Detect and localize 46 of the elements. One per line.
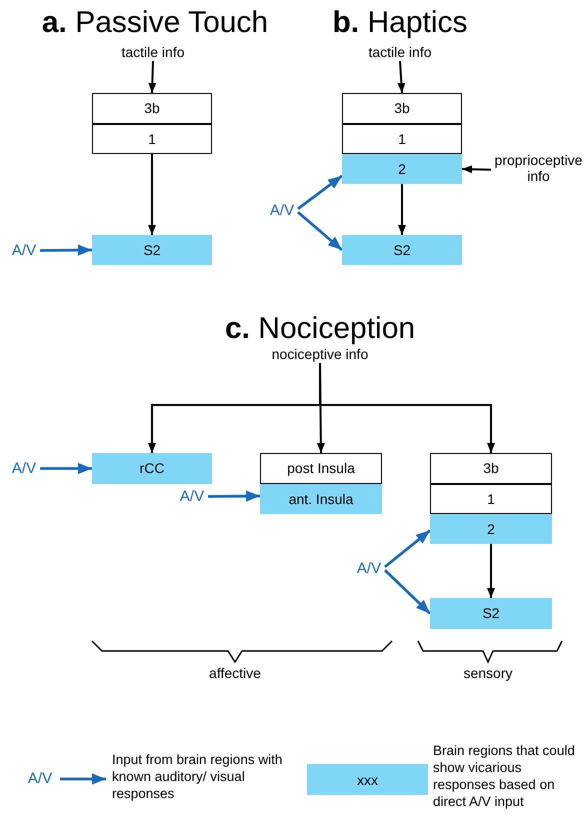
arrow <box>297 174 343 210</box>
brain-region-box: 1 <box>342 124 462 154</box>
brain-region-box: 1 <box>430 484 552 514</box>
arrow <box>384 529 431 568</box>
input-label: proprioceptive info <box>491 150 586 186</box>
vicarious-region-box: S2 <box>92 235 212 265</box>
arrow <box>397 60 406 94</box>
arrow <box>40 462 92 474</box>
brain-region-box: post Insula <box>260 453 382 484</box>
input-label: nociceptive info <box>262 346 378 363</box>
input-label: tactile info <box>113 44 193 61</box>
group-label: sensory <box>462 666 514 682</box>
section-title: c. Nociception <box>224 312 416 345</box>
arrow <box>40 244 92 256</box>
vicarious-region-box: 2 <box>342 154 462 184</box>
arrow <box>384 569 431 614</box>
av-input-label: A/V <box>266 202 298 219</box>
arrow <box>462 165 492 174</box>
arrow <box>487 544 495 598</box>
av-input-label: A/V <box>8 460 40 477</box>
vicarious-region-box: rCC <box>92 453 212 484</box>
brain-region-box: 3b <box>430 453 552 484</box>
brain-region-box: 3b <box>342 93 462 124</box>
arrow <box>398 184 406 235</box>
arrow <box>148 154 156 235</box>
arrow <box>297 211 343 252</box>
section-title: b. Haptics <box>331 6 469 39</box>
vicarious-region-box: 2 <box>430 514 552 544</box>
brain-region-box: 1 <box>92 124 212 154</box>
av-input-label: A/V <box>353 560 385 577</box>
vicarious-region-box: S2 <box>430 598 552 629</box>
av-input-label: A/V <box>176 488 208 505</box>
vicarious-region-box: S2 <box>342 235 462 265</box>
arrow <box>148 60 156 94</box>
legend-text: Brain regions that could show vicarious responses based on direct A/V input <box>433 743 576 810</box>
vicarious-region-box: ant. Insula <box>260 484 382 514</box>
brain-region-box: 3b <box>92 93 212 124</box>
input-label: tactile info <box>360 44 440 61</box>
section-title: a. Passive Touch <box>40 6 270 39</box>
arrow <box>319 363 495 453</box>
arrow <box>208 490 260 502</box>
group-label: affective <box>208 666 262 682</box>
av-input-label: A/V <box>8 242 40 259</box>
legend-av-label: A/V <box>26 771 54 788</box>
legend-text: Input from brain regions with known auditory/ visual responses <box>112 752 284 803</box>
swatch-label: xxx <box>357 772 378 788</box>
